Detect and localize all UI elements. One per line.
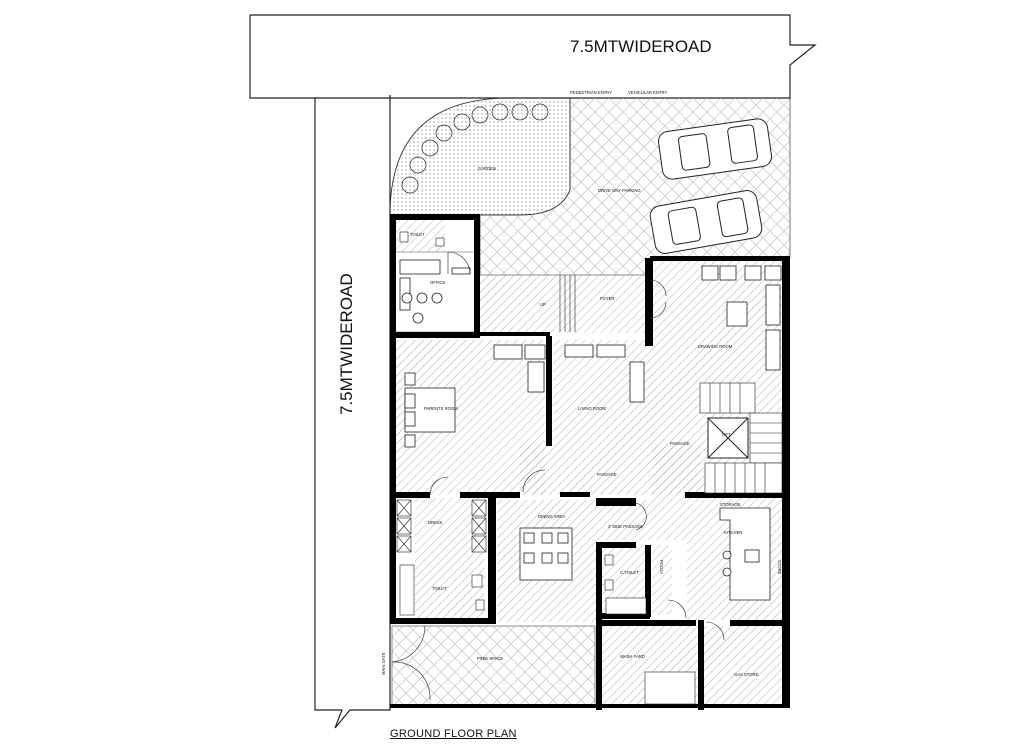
drawing-title: GROUND FLOOR PLAN xyxy=(390,728,517,740)
garden-area xyxy=(389,97,571,216)
free-space-area xyxy=(391,625,596,707)
desk-icon xyxy=(399,259,471,324)
up-label: UP xyxy=(540,302,546,307)
wash-yard-label: WASH YARD xyxy=(620,654,645,659)
toilet-2-label: TOILET xyxy=(432,586,447,591)
car-icon xyxy=(657,118,773,180)
drawing-room-label: DRAWING ROOM xyxy=(698,344,733,349)
free-space-label: FREE SPACE xyxy=(477,656,503,661)
toilet-label: TOILET xyxy=(410,232,425,237)
living-room-label: LIVING ROOM xyxy=(578,406,606,411)
side-passage-label: 4' SIDE PASSAGE xyxy=(608,524,643,529)
site-boundary-left xyxy=(249,15,315,99)
lift-label: LIFT xyxy=(722,432,731,437)
sofa-icon xyxy=(564,344,645,403)
foyer-label: FOYER xyxy=(600,296,614,301)
pooja-room xyxy=(652,545,672,615)
kitchen-label: KITCHEN xyxy=(724,530,742,535)
road-label-top: 7.5MTWIDEROAD xyxy=(570,37,712,56)
walls xyxy=(390,214,790,710)
dining-table-icon xyxy=(519,527,573,581)
c-toilet-label: C.TOILET xyxy=(620,570,639,575)
dress-label: DRESS xyxy=(428,520,443,525)
door-swing xyxy=(391,251,725,701)
wardrobe-icon xyxy=(396,499,487,553)
pooja-label: POOJA xyxy=(659,560,664,574)
car-icon xyxy=(649,190,763,254)
kitchen-counter-icon xyxy=(719,507,771,601)
passage-room xyxy=(520,445,700,495)
main-gate-label: MAIN GATE xyxy=(381,652,386,675)
main-staircase xyxy=(699,382,783,494)
toilet-fixture-icon xyxy=(399,231,696,705)
garden-label: GARDEN xyxy=(478,166,496,171)
room-labels: PEDESTRIAN ENTRY VEHICULAR ENTRY GARDEN … xyxy=(381,90,782,677)
garden-shrubs-icon xyxy=(401,103,549,194)
toilet-room-2 xyxy=(415,558,485,620)
road-label-left: 7.5MTWIDEROAD xyxy=(337,273,356,415)
parents-room-label: PARENTS ROOM xyxy=(424,406,458,411)
gas-store xyxy=(703,626,785,706)
lift-icon xyxy=(707,417,749,459)
pedestrian-entry-label: PEDESTRIAN ENTRY xyxy=(570,90,612,95)
foyer-steps xyxy=(559,275,576,332)
vehicular-entry-label: VEHICULAR ENTRY xyxy=(628,90,667,95)
dining-area-label: DINING AREA xyxy=(538,514,565,519)
passage-label: PASSAGE xyxy=(670,441,690,446)
storage-label: STORAGE xyxy=(720,502,741,507)
gas-store-label: GAS STORE xyxy=(734,672,759,677)
store-label: STORE xyxy=(777,560,782,575)
sofa-icon xyxy=(701,265,782,371)
office-label: OFFICE xyxy=(430,280,446,285)
bed-icon xyxy=(404,344,546,448)
passage-label-2: PASSAGE xyxy=(597,472,617,477)
drive-parking-label: DRIVE WAY PARKING xyxy=(598,188,641,193)
